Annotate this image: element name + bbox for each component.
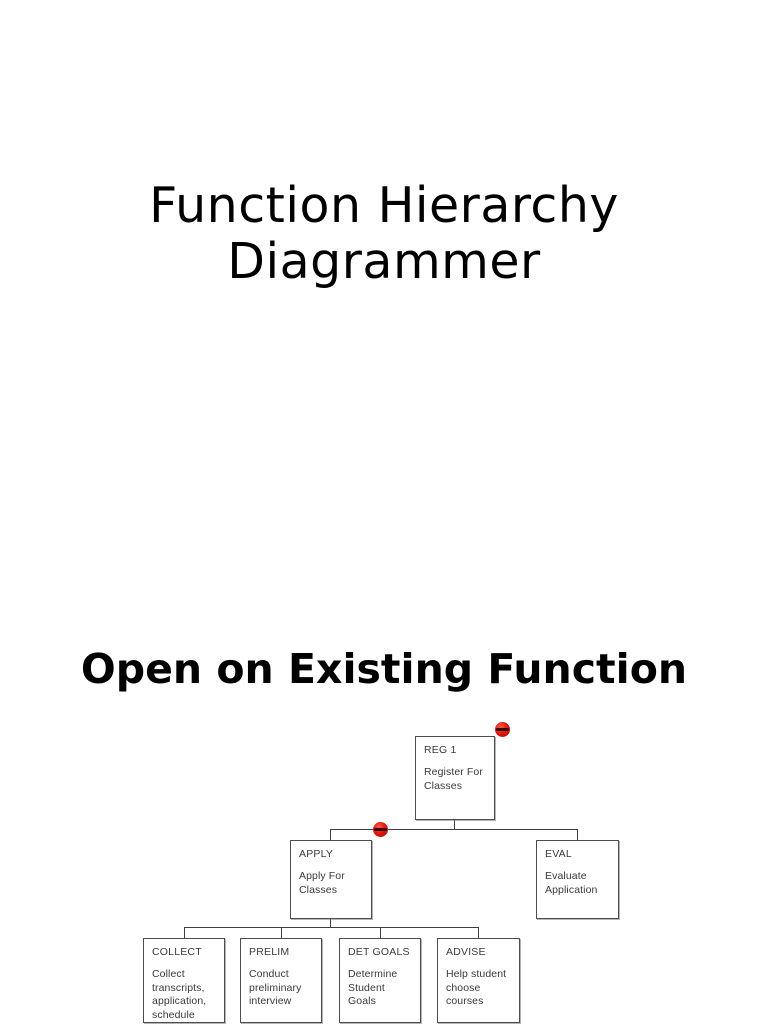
node-prelim[interactable]: PRELIM Conduct preliminary interview (240, 938, 322, 1023)
connector-prelim-drop (281, 927, 282, 938)
node-detgoals-description: Determine Student Goals (348, 968, 398, 1007)
node-collect[interactable]: COLLECT Collect transcripts, application… (143, 938, 225, 1023)
node-eval-description: Evaluate Application (545, 870, 598, 896)
connector-root-stem (454, 820, 455, 830)
node-advise-code: ADVISE (446, 946, 486, 958)
node-eval[interactable]: EVAL Evaluate Application (536, 840, 619, 919)
node-advise[interactable]: ADVISE Help student choose courses (437, 938, 520, 1023)
node-reg1-code: REG 1 (424, 744, 457, 756)
node-apply[interactable]: APPLY Apply For Classes (290, 840, 372, 919)
node-detgoals[interactable]: DET GOALS Determine Student Goals (339, 938, 421, 1023)
connector-detgoals-drop (380, 927, 381, 938)
connector-collect-drop (184, 927, 185, 938)
node-apply-description: Apply For Classes (299, 870, 345, 896)
node-advise-description: Help student choose courses (446, 968, 507, 1007)
page-title: Function Hierarchy Diagrammer (149, 177, 619, 290)
connector-apply-drop (330, 829, 331, 841)
node-prelim-description: Conduct preliminary interview (249, 968, 302, 1007)
connector-apply-stem (330, 918, 331, 928)
marker-bar-branch (374, 828, 387, 831)
node-eval-code: EVAL (545, 848, 572, 860)
red-marker-icon-root[interactable] (495, 722, 510, 737)
node-apply-code: APPLY (299, 848, 334, 860)
node-detgoals-code: DET GOALS (348, 946, 410, 958)
node-collect-description: Collect transcripts, application, schedu… (152, 968, 207, 1021)
marker-bar-root (496, 728, 509, 731)
connector-level2-bar (184, 927, 479, 928)
node-reg1[interactable]: REG 1 Register For Classes (415, 736, 495, 820)
section-heading: Open on Existing Function (80, 645, 688, 693)
node-collect-code: COLLECT (152, 946, 202, 958)
connector-level1-bar (330, 829, 578, 830)
red-marker-icon-branch[interactable] (373, 822, 388, 837)
node-prelim-code: PRELIM (249, 946, 290, 958)
node-reg1-description: Register For Classes (424, 766, 483, 792)
connector-advise-drop (478, 927, 479, 938)
connector-eval-drop (577, 829, 578, 841)
